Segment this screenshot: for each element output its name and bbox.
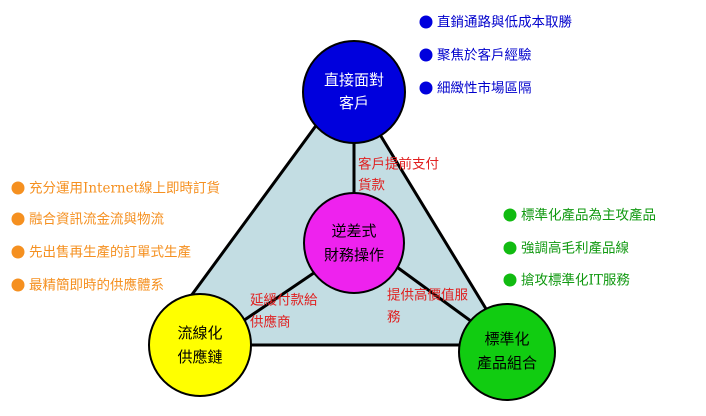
- edge-label-right-line1: 提供高價值服: [387, 287, 468, 304]
- bullet-top-right-item: 聚焦於客戶經驗: [437, 47, 532, 64]
- bullet-dot-icon: [11, 278, 25, 292]
- edge-label-left-line1: 延緩付款給: [250, 293, 318, 309]
- bullet-right-item: 標準化產品為主攻產品: [521, 207, 656, 224]
- node-top: 直接面對 客戶: [302, 40, 406, 144]
- bullet-left-item: 充分運用Internet線上即時訂貨: [29, 180, 220, 197]
- node-left-circle: [148, 293, 252, 397]
- node-center-line1: 逆差式: [331, 222, 376, 240]
- node-top-circle: [302, 40, 406, 144]
- bullet-dot-icon: [419, 81, 433, 95]
- node-center-line2: 財務操作: [324, 246, 384, 264]
- node-right-circle: [458, 303, 556, 401]
- bullet-dot-icon: [503, 273, 517, 287]
- node-top-line2: 客戶: [339, 94, 369, 112]
- node-left: 流線化 供應鏈: [148, 293, 252, 397]
- node-right-line1: 標準化: [484, 330, 529, 348]
- node-center-circle: [303, 192, 405, 294]
- bullet-dot-icon: [419, 15, 433, 29]
- bullets-top-right: 直銷通路與低成本取勝 聚焦於客戶經驗 細緻性市場區隔: [419, 15, 572, 97]
- bullet-left-item: 先出售再生產的訂單式生產: [29, 244, 191, 261]
- bullet-right-item: 搶攻標準化IT服務: [521, 272, 630, 289]
- edge-label-right-line2: 務: [387, 310, 401, 326]
- bullets-right: 標準化產品為主攻產品 強調高毛利產品線 搶攻標準化IT服務: [503, 207, 656, 289]
- node-center: 逆差式 財務操作: [303, 192, 405, 294]
- bullet-top-right-item: 直銷通路與低成本取勝: [437, 15, 572, 31]
- edge-label-top-line1: 客戶提前支付: [358, 156, 439, 173]
- bullet-dot-icon: [419, 48, 433, 62]
- bullet-dot-icon: [11, 245, 25, 259]
- node-left-line2: 供應鏈: [177, 348, 222, 366]
- bullet-left-item: 融合資訊流金流與物流: [29, 212, 164, 228]
- bullet-right-item: 強調高毛利產品線: [521, 240, 629, 257]
- bullet-dot-icon: [503, 241, 517, 255]
- bullet-top-right-item: 細緻性市場區隔: [437, 80, 532, 97]
- node-left-line1: 流線化: [177, 324, 222, 342]
- bullet-dot-icon: [11, 212, 25, 226]
- node-right-line2: 產品組合: [477, 354, 537, 372]
- bullet-left-item: 最精簡即時的供應體系: [29, 277, 164, 294]
- bullets-left: 充分運用Internet線上即時訂貨 融合資訊流金流與物流 先出售再生產的訂單式…: [11, 180, 220, 294]
- node-right: 標準化 產品組合: [458, 303, 556, 401]
- bullet-dot-icon: [503, 208, 517, 222]
- edge-label-top-line2: 貨款: [358, 177, 385, 194]
- node-top-line1: 直接面對: [324, 71, 384, 89]
- edge-label-left-line2: 供應商: [250, 314, 291, 331]
- bullet-dot-icon: [11, 181, 25, 195]
